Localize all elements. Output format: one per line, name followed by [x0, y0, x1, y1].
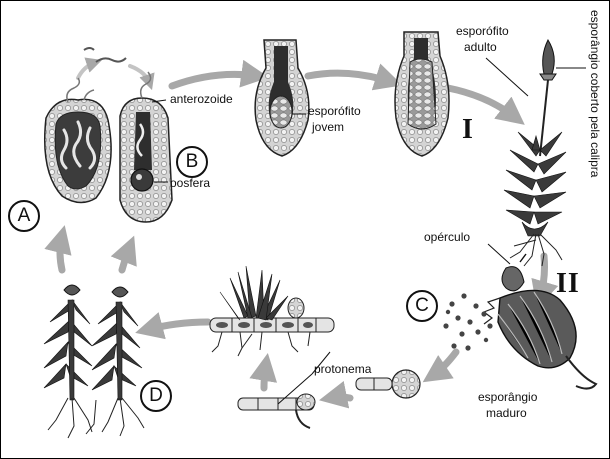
figure-border [0, 0, 610, 459]
moss-life-cycle-diagram: anterozoide oosfera esporófito jovem esp… [0, 0, 610, 459]
